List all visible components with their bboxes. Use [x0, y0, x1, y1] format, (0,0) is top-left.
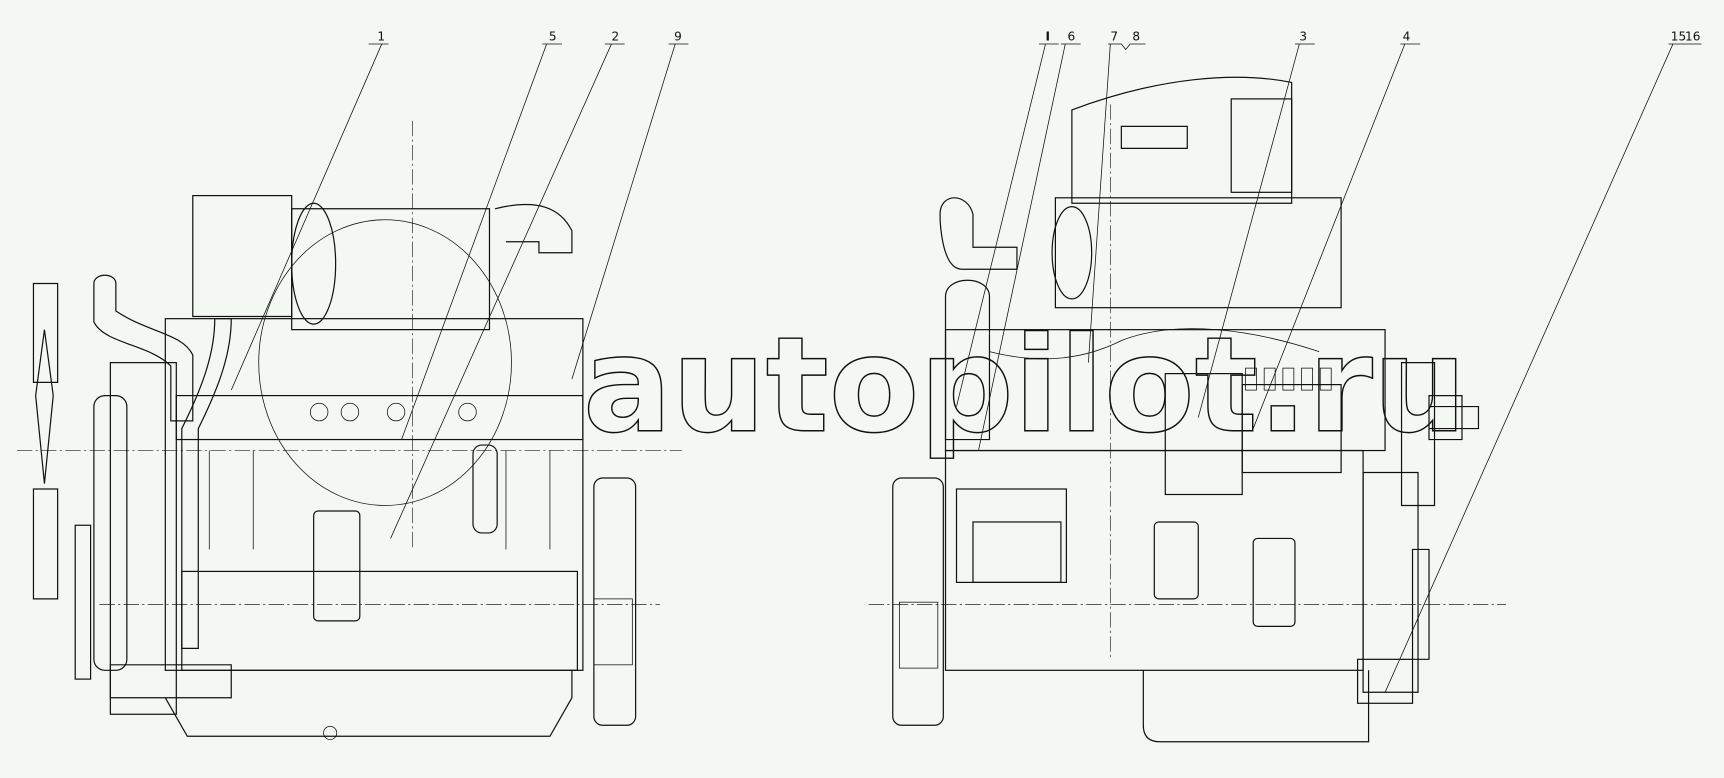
callouts: 1 5 2 9 I 6 7 8 3 4 15 16 [230, 30, 1702, 693]
left-engine-view [16, 120, 682, 740]
callout-8: 8 [1132, 30, 1140, 44]
callout-5: 5 [549, 30, 557, 44]
callout-2: 2 [611, 30, 619, 44]
callout-4: 4 [1403, 30, 1411, 44]
callout-I: I [1046, 30, 1050, 44]
callout-3: 3 [1299, 30, 1307, 44]
watermark-logo: autopilot.ru [583, 310, 1467, 463]
callout-16: 16 [1685, 30, 1700, 44]
callout-6: 6 [1067, 30, 1075, 44]
callout-15: 15 [1671, 30, 1686, 44]
right-engine-view [868, 76, 1506, 743]
callout-7: 7 [1110, 30, 1118, 44]
callout-1: 1 [377, 30, 385, 44]
callout-9: 9 [674, 30, 682, 44]
